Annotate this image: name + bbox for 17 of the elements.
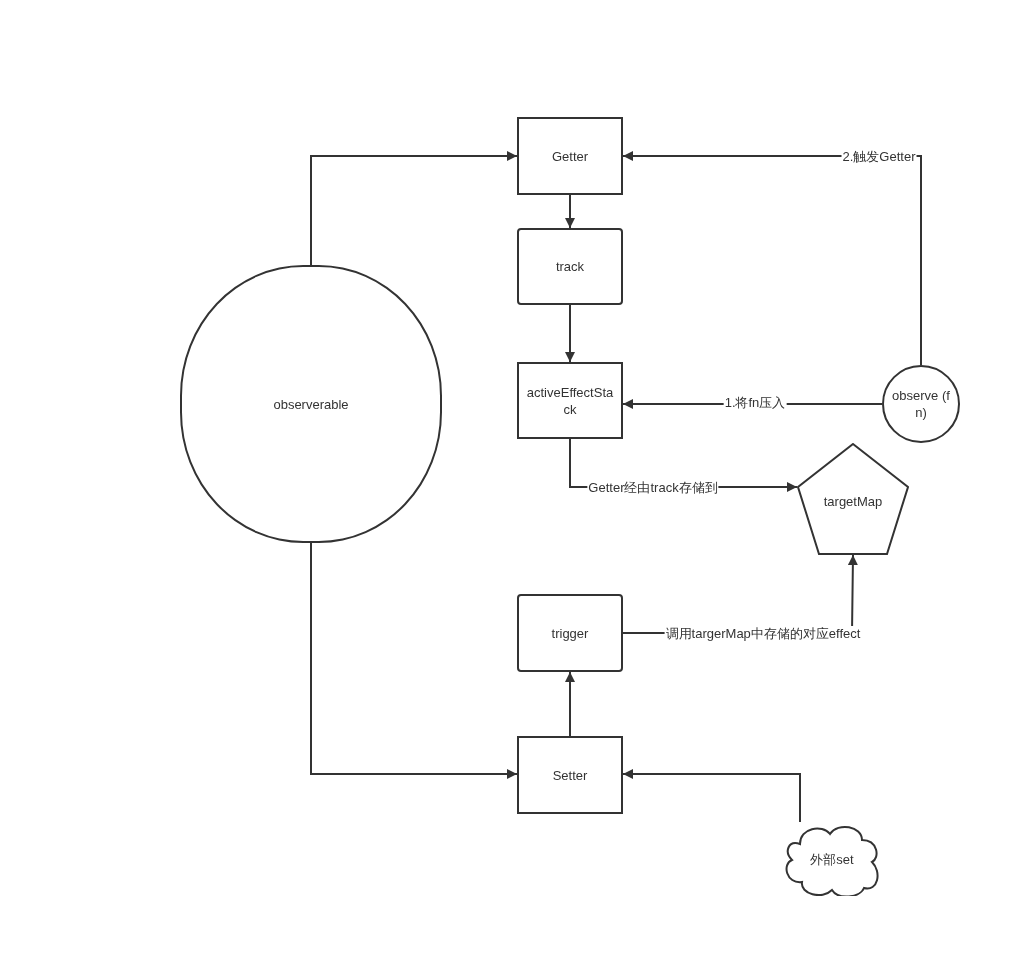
process-box: Getter (517, 117, 623, 195)
edge-label: Getter经由track存储到 (587, 480, 719, 496)
process-box: activeEffectStack (517, 362, 623, 439)
edge-label: 1.将fn压入 (723, 395, 787, 411)
process-box: trigger (517, 594, 623, 672)
pentagon-node: targetMap (797, 443, 909, 555)
arrow (565, 194, 575, 229)
arrow (310, 542, 518, 779)
edge-label: 2.触发Getter (841, 149, 917, 165)
edge-label: 调用targerMap中存储的对应effect (664, 626, 862, 642)
arrow (310, 151, 518, 266)
process-box: Setter (517, 736, 623, 814)
arrow (565, 304, 575, 363)
circle-node: observe (fn) (882, 365, 960, 443)
process-box: track (517, 228, 623, 305)
arrow (622, 769, 801, 823)
arrow (565, 671, 575, 737)
